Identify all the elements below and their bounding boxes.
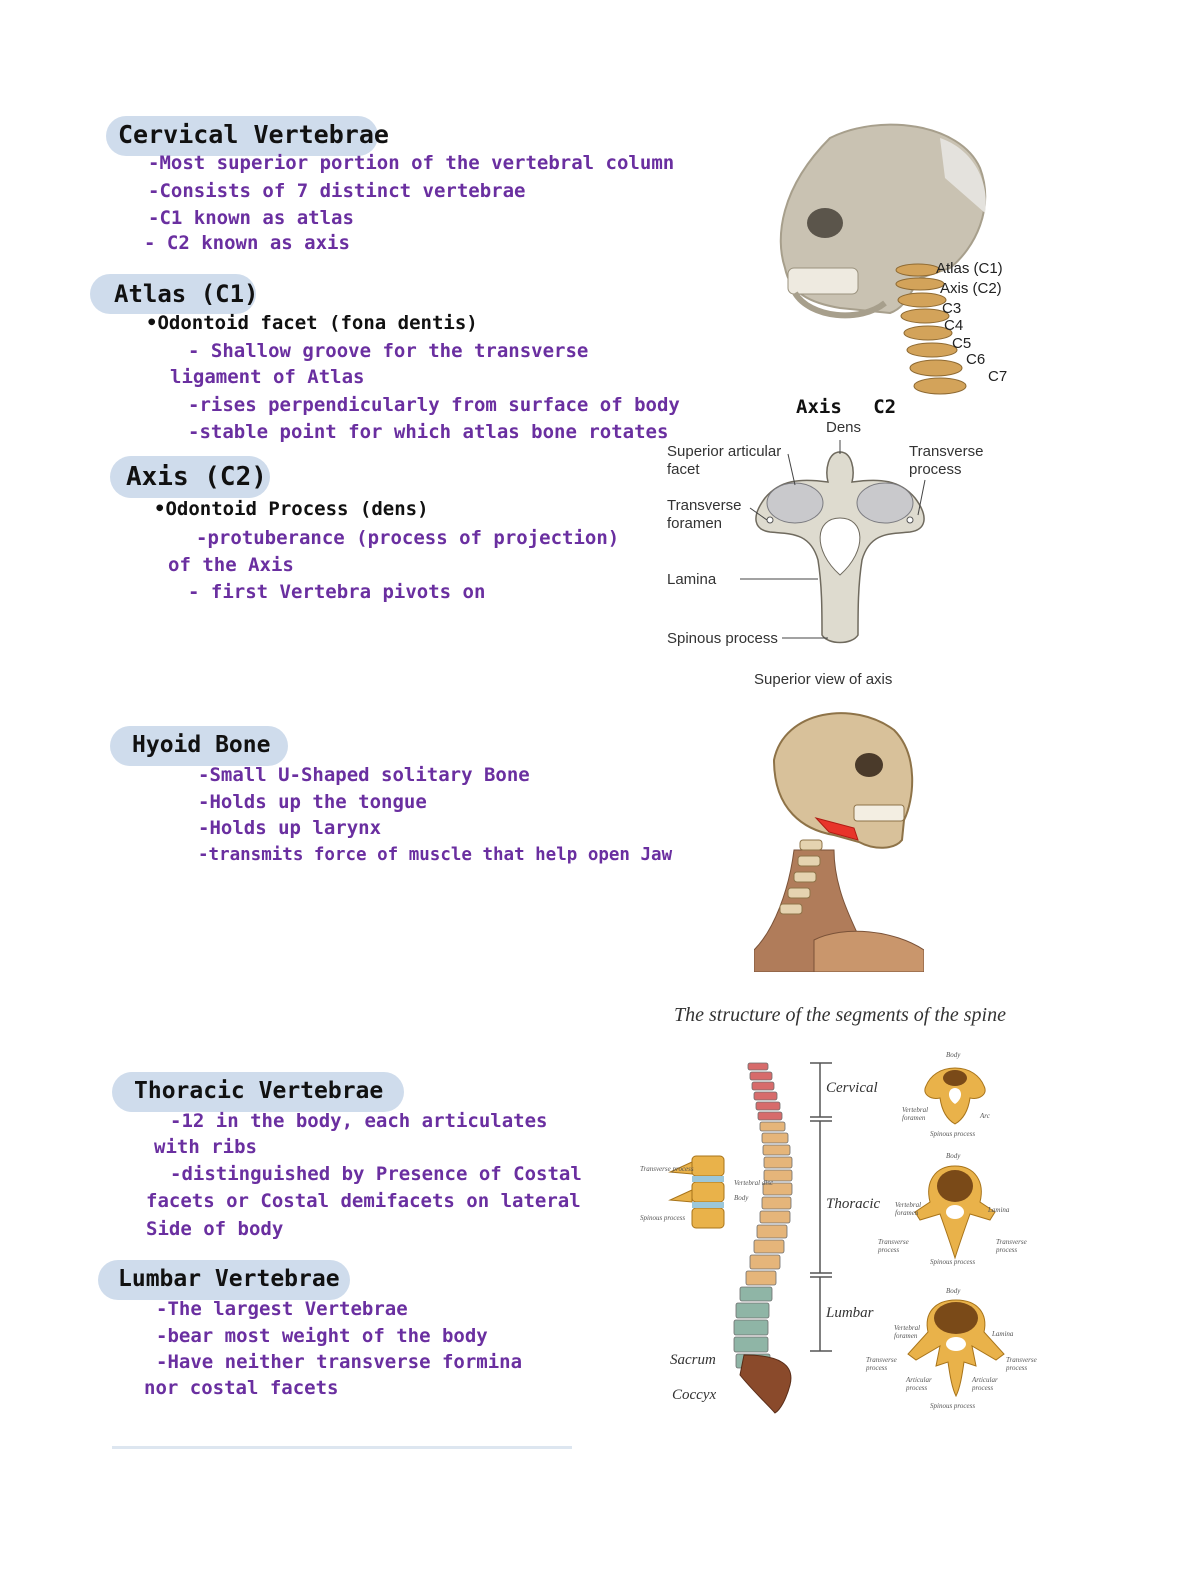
skull-label-c3: C3 <box>942 300 962 317</box>
axis-label-transverse-process: Transverse process <box>909 443 984 478</box>
hyoid-heading: Hyoid Bone <box>132 732 271 758</box>
thoracic-line-2: with ribs <box>154 1136 257 1158</box>
axis-line-3: of the Axis <box>168 554 294 576</box>
axis-line-2: -protuberance (process of projection) <box>196 527 620 549</box>
spine-column-illustration <box>733 1062 832 1414</box>
skull-label-atlas: Atlas (C1) <box>936 260 1003 277</box>
hyoid-line-4: -transmits force of muscle that help ope… <box>198 845 673 865</box>
lumbar-label-articular-process-left: Articular process <box>906 1376 932 1392</box>
axis-heading-highlight <box>110 456 270 498</box>
cervical-line-2: -Consists of 7 distinct vertebrae <box>148 180 526 202</box>
cervical-label-vertebral-foramen: Vertebral foramen <box>902 1106 929 1122</box>
cervical-label-body: Body <box>946 1051 961 1059</box>
thoracic-line-5: Side of body <box>146 1218 284 1240</box>
side-label-vertebral-disc: Vertebral disc <box>734 1179 774 1187</box>
thoracic-label-lamina: Lamina <box>988 1206 1010 1214</box>
lumbar-vertebra-top-view <box>907 1299 1005 1398</box>
hyoid-skull-illustration <box>754 700 924 972</box>
axis-label-spinous-process: Spinous process <box>667 630 778 647</box>
cervical-line-1: -Most superior portion of the vertebral … <box>148 152 675 174</box>
thoracic-line-1: -12 in the body, each articulates <box>170 1110 548 1132</box>
spine-region-lumbar: Lumbar <box>826 1305 874 1321</box>
lumbar-line-4: nor costal facets <box>144 1377 339 1399</box>
side-label-spinous-process: Spinous process <box>640 1214 686 1222</box>
atlas-line-5: -stable point for which atlas bone rotat… <box>188 421 669 443</box>
axis-line-1: •Odontoid Process (dens) <box>154 498 429 520</box>
lumbar-label-vertebral-foramen: Vertebral foramen <box>894 1324 921 1340</box>
thoracic-line-3: -distinguished by Presence of Costal <box>170 1163 582 1185</box>
cervical-line-3: -C1 known as atlas <box>148 207 354 229</box>
skull-label-axis: Axis (C2) <box>940 280 1002 297</box>
atlas-line-2: - Shallow groove for the transverse <box>188 340 589 362</box>
cervical-vertebra-top-view <box>924 1067 986 1125</box>
skull-label-c4: C4 <box>944 317 964 334</box>
side-label-transverse-process: Transverse process <box>640 1165 694 1173</box>
thoracic-label-transverse-process-left: Transverse process <box>878 1238 909 1254</box>
lumbar-line-1: -The largest Vertebrae <box>156 1298 408 1320</box>
skull-label-c5: C5 <box>952 335 972 352</box>
lumbar-label-transverse-process-right: Transverse process <box>1006 1356 1037 1372</box>
cervical-line-4: - C2 known as axis <box>144 232 350 254</box>
axis-vertebra-illustration <box>740 440 926 644</box>
lumbar-line-3: -Have neither transverse formina <box>156 1351 523 1373</box>
cervical-label-spinous-process: Spinous process <box>930 1130 976 1138</box>
thoracic-line-4: facets or Costal demifacets on lateral <box>146 1190 581 1212</box>
thoracic-heading: Thoracic Vertebrae <box>134 1078 384 1104</box>
skull-label-c7: C7 <box>988 368 1008 385</box>
spine-side-view-illustration <box>668 1155 725 1229</box>
skull-label-c6: C6 <box>966 351 986 368</box>
thoracic-label-spinous-process: Spinous process <box>930 1258 976 1266</box>
lumbar-heading: Lumbar Vertebrae <box>118 1266 340 1292</box>
axis-figure-handwritten-title: Axis C2 <box>796 396 897 418</box>
atlas-line-4: -rises perpendicularly from surface of b… <box>188 394 680 416</box>
thoracic-label-transverse-process-right: Transverse process <box>996 1238 1027 1254</box>
thoracic-vertebra-top-view <box>914 1165 996 1260</box>
spine-region-thoracic: Thoracic <box>826 1196 881 1212</box>
hyoid-heading-highlight <box>110 726 288 766</box>
axis-heading: Axis (C2) <box>126 462 267 492</box>
axis-label-transverse-foramen: Transverse foramen <box>667 497 742 532</box>
side-label-body: Body <box>734 1194 749 1202</box>
atlas-line-1: •Odontoid facet (fona dentis) <box>146 312 478 334</box>
thoracic-heading-highlight <box>112 1072 404 1112</box>
cervical-heading: Cervical Vertebrae <box>118 120 389 149</box>
hyoid-line-3: -Holds up larynx <box>198 817 382 839</box>
axis-label-lamina: Lamina <box>667 571 717 588</box>
lumbar-heading-highlight <box>98 1260 350 1300</box>
axis-label-superior-articular-facet: Superior articular facet <box>667 443 782 478</box>
lumbar-label-body: Body <box>946 1287 961 1295</box>
atlas-heading-highlight <box>90 274 256 314</box>
lumbar-label-spinous-process: Spinous process <box>930 1402 976 1410</box>
hyoid-line-1: -Small U-Shaped solitary Bone <box>198 764 530 786</box>
spine-region-sacrum: Sacrum <box>670 1352 716 1368</box>
cervical-heading-highlight <box>106 116 378 156</box>
spine-region-cervical: Cervical <box>826 1080 878 1096</box>
skull-cervical-illustration <box>779 123 987 395</box>
hyoid-line-2: -Holds up the tongue <box>198 791 427 813</box>
lumbar-label-articular-process-right: Articular process <box>972 1376 998 1392</box>
axis-line-4: - first Vertebra pivots on <box>188 581 486 603</box>
lumbar-line-2: -bear most weight of the body <box>156 1325 488 1347</box>
lumbar-label-lamina: Lamina <box>992 1330 1014 1338</box>
axis-label-dens: Dens <box>826 419 862 436</box>
spine-figure-title: The structure of the segments of the spi… <box>674 1004 1006 1026</box>
atlas-line-3: ligament of Atlas <box>170 366 365 388</box>
axis-figure-caption: Superior view of axis <box>754 671 893 688</box>
spine-region-coccyx: Coccyx <box>672 1387 717 1403</box>
atlas-heading: Atlas (C1) <box>114 280 259 308</box>
cervical-label-arc: Arc <box>980 1112 990 1120</box>
thoracic-label-body: Body <box>946 1152 961 1160</box>
bottom-divider <box>112 1446 572 1449</box>
lumbar-label-transverse-process-left: Transverse process <box>866 1356 897 1372</box>
thoracic-label-vertebral-foramen: Vertebral foramen <box>895 1201 922 1217</box>
